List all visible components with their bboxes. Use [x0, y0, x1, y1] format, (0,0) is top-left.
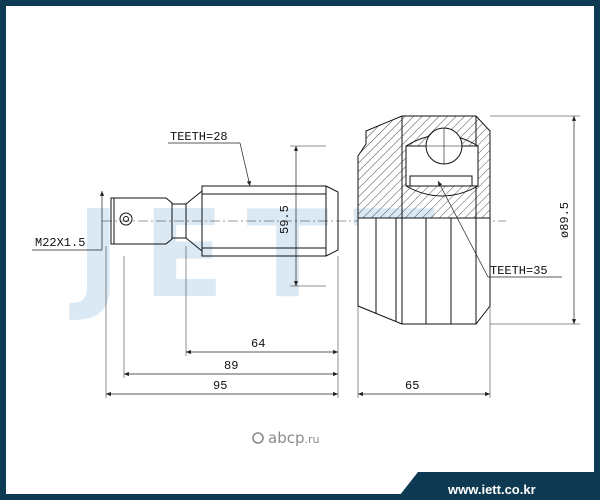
teeth-bell-callout: TEETH=35	[437, 180, 562, 278]
abcp-watermark-text: abcp.ru	[268, 429, 319, 447]
dim-outer-diameter: ø89.5	[490, 115, 580, 325]
teeth-shaft-callout: TEETH=28	[168, 130, 251, 187]
teeth-bell-label: TEETH=35	[490, 264, 548, 278]
cv-joint-drawing: JETT	[32, 115, 594, 497]
footer-band: www.jett.co.kr	[400, 472, 594, 497]
thread-callout: M22X1.5	[32, 191, 105, 251]
dim-65: 65	[358, 379, 490, 397]
dim-shaft-diameter: 59.5	[278, 145, 326, 287]
teeth-shaft-label: TEETH=28	[170, 130, 228, 144]
bell-housing	[357, 115, 491, 325]
shaft-diameter-label: 59.5	[278, 205, 292, 234]
dim-89: 89	[124, 359, 338, 377]
outer-diameter-label: ø89.5	[558, 202, 572, 238]
dim-95-label: 95	[213, 379, 227, 393]
footer-url[interactable]: www.jett.co.kr	[447, 482, 536, 497]
threaded-stub	[110, 197, 187, 245]
dim-64-label: 64	[251, 337, 265, 351]
dim-89-label: 89	[224, 359, 238, 373]
dim-95: 95	[106, 379, 338, 397]
splined-shaft	[185, 185, 339, 257]
abcp-watermark: abcp.ru	[252, 429, 319, 447]
thread-label: M22X1.5	[35, 236, 85, 250]
dim-65-label: 65	[405, 379, 419, 393]
dim-64: 64	[186, 337, 338, 355]
